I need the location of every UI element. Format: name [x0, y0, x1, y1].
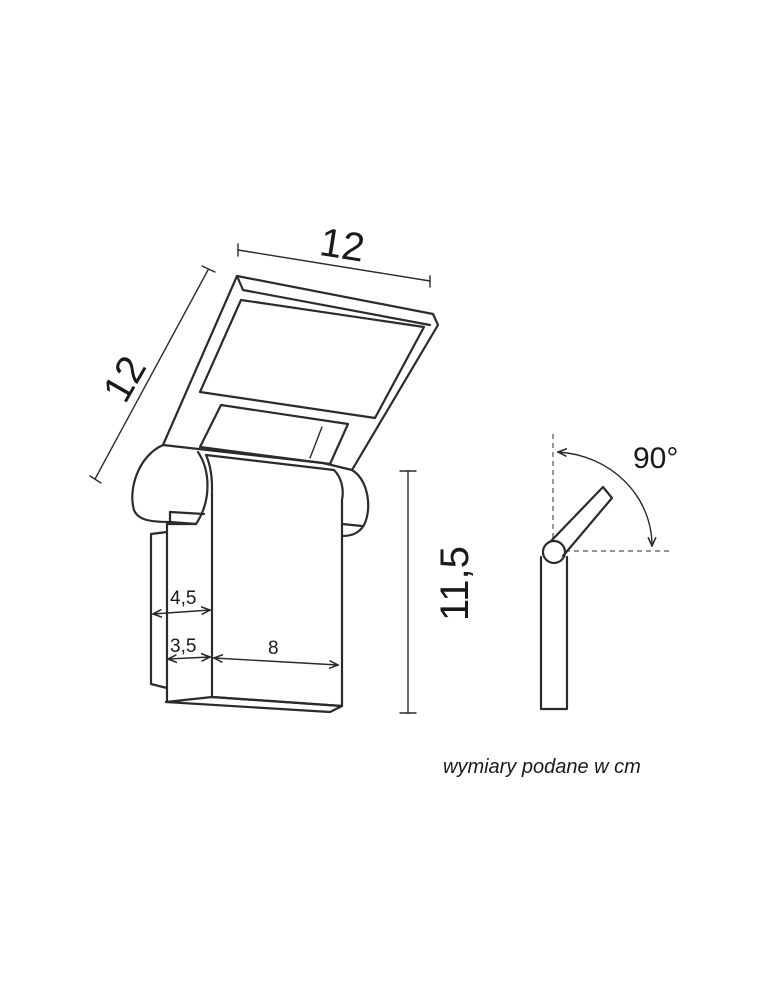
lamp-isometric-view	[131, 274, 440, 714]
dimension-body-width: 8	[214, 638, 338, 665]
lamp-side-view: 90°	[539, 434, 678, 711]
hinge-left-inner	[168, 510, 206, 524]
dimension-width-top: 12	[237, 220, 431, 288]
dimension-height: 11,5	[399, 470, 477, 714]
units-note: wymiary podane w cm	[443, 756, 641, 778]
light-window	[198, 403, 350, 466]
post-body	[539, 555, 569, 711]
body-front	[204, 453, 344, 708]
hinge-right-lower	[340, 522, 364, 528]
rotation-angle-label: 90°	[633, 442, 678, 475]
hinge-left	[131, 443, 209, 526]
dim-label-depth-side: 12	[95, 349, 155, 410]
dim-label-height: 11,5	[433, 546, 477, 621]
dim-label-bracket-depth: 4,5	[170, 588, 196, 609]
light-window-inner	[309, 426, 323, 459]
dimension-bracket-base: 3,5	[168, 636, 210, 659]
dim-label-body-width: 8	[268, 638, 279, 659]
pivot-joint	[541, 539, 567, 565]
panel-head-top-edge	[235, 274, 432, 327]
dimension-bracket-depth: 4,5	[153, 588, 210, 614]
tilted-arm	[549, 485, 614, 558]
body-bottom	[164, 695, 344, 714]
dim-label-bracket-base: 3,5	[170, 636, 196, 657]
dim-label-width-top: 12	[317, 220, 368, 270]
rotation-arc	[558, 452, 652, 546]
wall-plate	[149, 530, 169, 690]
solar-cell-upper	[198, 298, 426, 420]
hinge-right	[340, 468, 370, 538]
